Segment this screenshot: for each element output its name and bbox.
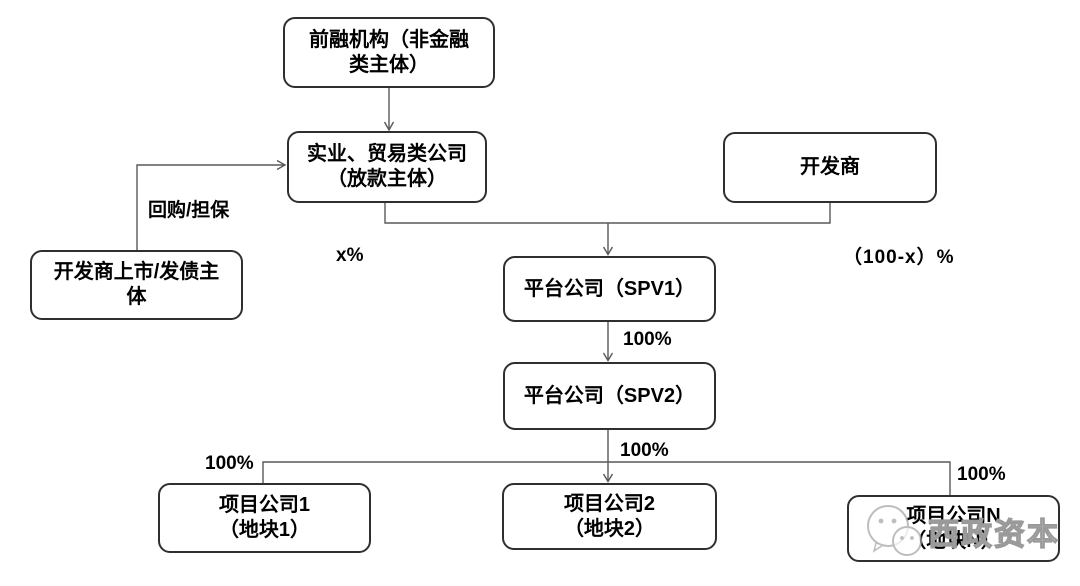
arrowhead-down-spv1 [602,246,614,256]
connector-merge-to-spv1 [384,203,831,224]
arrowhead-down-spv2 [602,352,614,362]
arrowhead-right-shiye [276,159,287,171]
node-label: 项目公司2 [563,492,656,515]
node-industrial-trading-company: 实业、贸易类公司 （放款主体） [287,131,487,203]
node-developer-listed-bond-entity: 开发商上市/发债主 体 [30,250,243,320]
label-100pct-proj1: 100% [205,453,254,474]
node-label: 开发商 [800,156,860,178]
node-label: （地块1） [218,519,311,541]
connector-rail-proj1-projN [262,461,951,495]
node-label: 类主体） [349,53,429,76]
node-label: 项目公司1 [218,494,311,516]
arrowhead-down-shiye [383,121,395,132]
node-label: （放款主体） [327,168,447,190]
connector-listed-shiye [136,164,284,250]
label-100-minus-x-percent: （100-x）% [843,247,955,268]
label-x-percent: x% [336,245,364,266]
node-project-company-1: 项目公司1 （地块1） [158,483,371,553]
node-label: 体 [126,286,147,308]
node-pre-financing-institution: 前融机构（非金融 类主体） [283,17,495,88]
node-label: （地块N） [906,529,1001,552]
node-label: 开发商上市/发债主 [53,261,220,283]
node-platform-company-spv1: 平台公司（SPV1） [503,256,716,322]
node-label: 前融机构（非金融 [309,28,469,51]
node-project-company-n: 项目公司N （地块N） [847,495,1060,562]
arrowhead-down-proj2 [602,473,614,483]
node-label: （地块2） [563,517,656,540]
label-100pct-projN: 100% [957,464,1006,485]
node-label: 项目公司N [906,504,1001,527]
node-label: 平台公司（SPV1） [523,277,696,300]
node-label: 平台公司（SPV2） [523,384,696,407]
node-developer: 开发商 [723,132,937,203]
label-100pct-spv2-proj2: 100% [620,440,669,461]
label-100pct-spv1-spv2: 100% [623,329,672,350]
node-project-company-2: 项目公司2 （地块2） [502,483,717,550]
label-buyback-guarantee: 回购/担保 [148,200,230,221]
node-label: 实业、贸易类公司 [307,143,467,165]
node-platform-company-spv2: 平台公司（SPV2） [503,362,716,430]
